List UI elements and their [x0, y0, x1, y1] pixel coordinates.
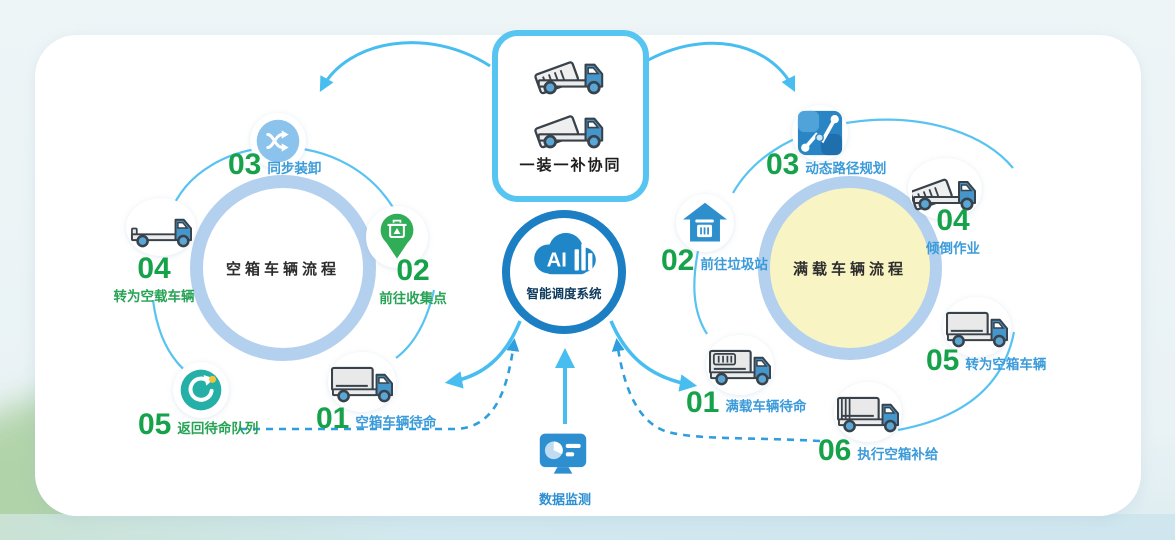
ai-cloud-icon: AI	[534, 232, 596, 275]
background-bottom-strip	[0, 514, 1175, 540]
collection-pin-icon	[380, 213, 414, 259]
right-step6-bubble	[834, 382, 902, 442]
left-step4-bubble	[126, 198, 196, 256]
right-flow-title: 满载车辆流程	[792, 260, 907, 278]
shuffle-icon	[256, 119, 300, 163]
ai-dispatch-system: AI 智能调度系统	[502, 210, 626, 334]
trash-station-icon	[683, 202, 727, 242]
step-label: 执行空箱补给	[857, 447, 939, 462]
step-number: 06	[818, 434, 852, 467]
left-step5-bubble	[173, 362, 229, 418]
step-number: 01	[316, 402, 350, 435]
left-step3: 03 同步装卸	[228, 150, 321, 180]
step-number: 03	[766, 148, 800, 181]
refresh-icon	[180, 369, 222, 411]
flatbed-truck-icon	[130, 217, 192, 247]
coordination-box-label: 一装一补协同	[519, 157, 622, 174]
right-step4-bubble	[908, 158, 982, 220]
loaded-truck-icon	[709, 349, 771, 385]
step-number: 04	[936, 204, 970, 237]
right-step2: 02 前往垃圾站	[661, 246, 768, 276]
step-number: 03	[228, 148, 262, 181]
right-step2-bubble	[676, 194, 734, 252]
step-number: 04	[137, 252, 171, 285]
step-number: 05	[138, 408, 172, 441]
step-number: 01	[686, 386, 720, 419]
left-step1: 01 空箱车辆待命	[316, 404, 436, 434]
step-number: 02	[661, 244, 695, 277]
step-label: 返回待命队列	[177, 421, 259, 436]
left-step2: 02 前往收集点	[358, 256, 468, 307]
step-label: 前往垃圾站	[700, 257, 768, 272]
step-label: 同步装卸	[267, 161, 322, 176]
data-monitor	[537, 430, 589, 485]
monitor-chart-icon	[539, 433, 587, 474]
coordination-box: 一装一补协同	[492, 30, 649, 202]
step-number: 02	[396, 254, 430, 287]
right-step3: 03 动态路径规划	[766, 150, 886, 180]
right-step4: 04 倾倒作业	[903, 206, 1003, 257]
step-label: 转为空载车辆	[113, 289, 195, 304]
right-step3-bubble	[792, 105, 848, 161]
right-step5-bubble	[943, 297, 1011, 357]
tilt-truck-striped-icon	[533, 60, 604, 95]
box-truck-icon	[331, 366, 393, 402]
step-number: 05	[926, 344, 960, 377]
tilt-truck-plain-icon	[533, 114, 604, 149]
right-step5: 05 转为空箱车辆	[926, 346, 1046, 376]
step-label: 满载车辆待命	[725, 399, 807, 414]
left-flow-title: 空箱车辆流程	[225, 260, 340, 278]
left-step1-bubble	[328, 352, 396, 412]
step-label: 动态路径规划	[805, 161, 887, 176]
left-step4: 04 转为空载车辆	[96, 254, 212, 305]
data-monitor-label: 数据监测	[538, 492, 591, 507]
step-label: 空箱车辆待命	[355, 415, 437, 430]
left-step2-bubble	[366, 206, 428, 268]
left-step5: 05 返回待命队列	[138, 410, 258, 440]
ai-system-label: 智能调度系统	[526, 287, 602, 301]
stacked-truck-icon	[837, 396, 899, 432]
right-step1-bubble	[706, 335, 774, 395]
right-step6: 06 执行空箱补给	[818, 436, 938, 466]
step-label: 倾倒作业	[926, 241, 980, 256]
left-flow-circle: 空箱车辆流程	[190, 175, 376, 361]
map-route-icon	[797, 110, 843, 156]
right-step1: 01 满载车辆待命	[686, 388, 806, 418]
step-label: 转为空箱车辆	[965, 357, 1047, 372]
ai-logo-text: AI	[547, 250, 567, 272]
left-step3-bubble	[250, 113, 306, 169]
step-label: 前往收集点	[379, 291, 447, 306]
box-truck-icon	[946, 311, 1008, 347]
